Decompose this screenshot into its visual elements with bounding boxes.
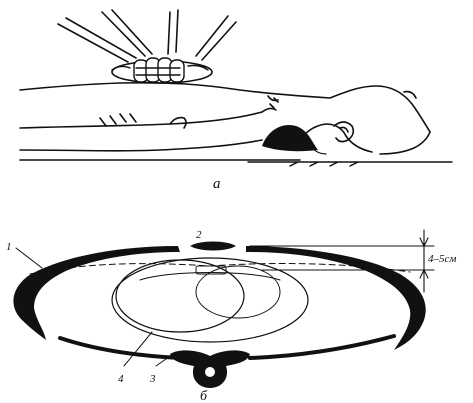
left-back-rib [60, 338, 180, 358]
patient-body [20, 83, 430, 160]
figure-a-caption: а [213, 176, 221, 192]
heart-inner-outline [116, 260, 244, 332]
callout-3-label: 3 [149, 373, 156, 385]
callout-1-leader [16, 248, 42, 268]
neck-roll [262, 125, 318, 151]
sternum [190, 242, 236, 251]
figure-b-thorax-cross-section: 4–5см 1 2 3 4 б [6, 229, 456, 403]
right-rib [246, 246, 426, 350]
callout-4-label: 4 [118, 373, 124, 385]
figure-b-caption: б [200, 389, 208, 403]
left-rib [13, 246, 180, 340]
callout-4-leader [124, 332, 152, 366]
depth-dimension-label: 4–5см [428, 253, 456, 265]
floor-line [248, 162, 452, 166]
vertebra [170, 350, 250, 388]
callout-2-label: 2 [196, 229, 202, 241]
right-back-rib [250, 336, 394, 358]
figure-a-compression-illustration: а [20, 10, 452, 192]
rescuer-arms [58, 10, 236, 62]
callout-1-label: 1 [6, 241, 12, 253]
